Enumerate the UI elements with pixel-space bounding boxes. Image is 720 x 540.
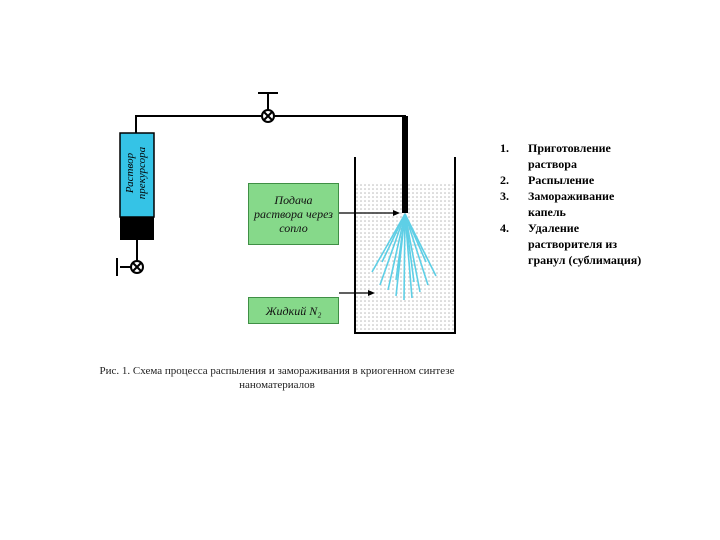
step-text: Распыление bbox=[528, 173, 595, 187]
list-item: 2. Распыление bbox=[500, 172, 650, 188]
nozzle-tube bbox=[402, 116, 408, 213]
figure-caption: Рис. 1. Схема процесса распыления и замо… bbox=[99, 365, 455, 391]
top-valve-icon[interactable] bbox=[258, 92, 278, 123]
list-item: 3. Замораживание капель bbox=[500, 188, 650, 220]
spray-jets bbox=[371, 213, 437, 301]
step-number: 2. bbox=[500, 173, 509, 187]
bottom-valve-icon[interactable] bbox=[116, 258, 144, 276]
list-item: 4. Удаление растворителя из гранул (субли… bbox=[500, 220, 650, 268]
liquid-nitrogen-box: Жидкий N₂ bbox=[248, 297, 339, 324]
step-text: Приготовление раствора bbox=[528, 141, 611, 171]
list-item: 1. Приготовление раствора bbox=[500, 140, 650, 172]
spray-jet-line bbox=[379, 213, 406, 286]
step-number: 3. bbox=[500, 189, 509, 203]
spray-jet-line bbox=[404, 213, 429, 286]
process-steps-list: 1. Приготовление раствора 2. Распыление 3.… bbox=[500, 140, 650, 268]
nozzle-arrow bbox=[339, 210, 400, 216]
step-number: 4. bbox=[500, 221, 509, 235]
step-text: Замораживание капель bbox=[528, 189, 615, 219]
spray-jet-line bbox=[395, 213, 406, 281]
spray-jet-line bbox=[404, 213, 415, 283]
cylinder-label: Раствор прекурсора bbox=[124, 146, 148, 200]
spray-jet-line bbox=[387, 213, 406, 291]
nitrogen-arrow bbox=[339, 290, 375, 296]
precursor-cylinder bbox=[119, 132, 155, 258]
spray-jet-line bbox=[403, 213, 406, 301]
step-number: 1. bbox=[500, 141, 509, 155]
nozzle-feed-box: Подача раствора через сопло bbox=[248, 183, 339, 245]
spray-jet-line bbox=[404, 213, 427, 263]
spray-jet-line bbox=[381, 213, 406, 263]
step-text: Удаление растворителя из гранул (сублима… bbox=[528, 221, 642, 267]
